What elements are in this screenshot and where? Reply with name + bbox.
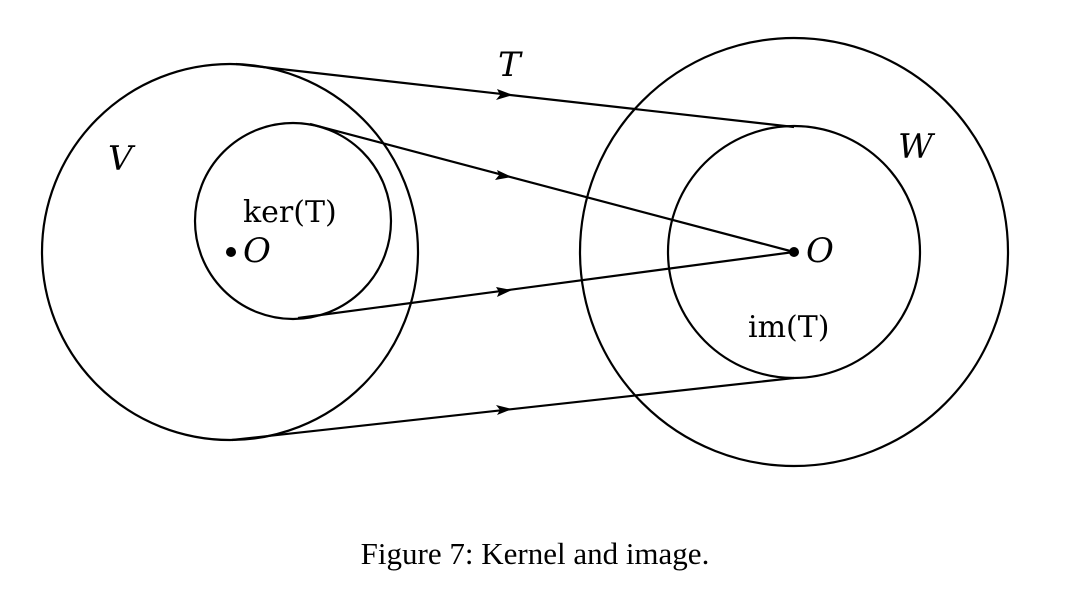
origin-point-codomain xyxy=(789,247,799,257)
domain-circle-V xyxy=(40,62,420,442)
arrowhead-bottom xyxy=(496,405,512,415)
codomain-circle-W xyxy=(578,36,1010,468)
map-line-bottom xyxy=(231,376,795,442)
map-line-kernel-bottom xyxy=(297,250,795,320)
origin-point-domain xyxy=(226,247,236,257)
kernel-label: ker(T) xyxy=(243,195,337,230)
kernel-circle xyxy=(193,121,393,321)
map-label: T xyxy=(498,45,523,85)
arrowhead-kernel-bottom xyxy=(496,287,512,297)
origin-label-codomain: O xyxy=(806,231,834,271)
map-line-top xyxy=(235,62,795,129)
codomain-label: W xyxy=(898,127,936,167)
domain-label: V xyxy=(108,139,136,179)
origin-label-domain: O xyxy=(243,231,271,271)
image-label: im(T) xyxy=(748,310,829,345)
arrowhead-kernel-top xyxy=(495,170,512,180)
arrowhead-top xyxy=(496,89,513,100)
map-line-kernel-top xyxy=(309,122,795,254)
figure-caption: Figure 7: Kernel and image. xyxy=(361,536,710,571)
